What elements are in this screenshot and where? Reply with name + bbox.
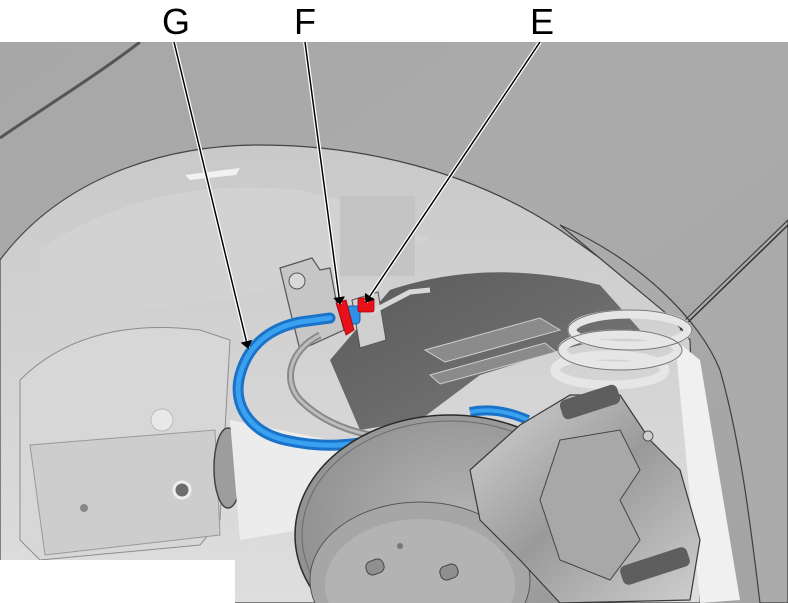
callout-label-band: G F E bbox=[0, 0, 788, 42]
leader-g bbox=[173, 42, 253, 349]
leader-f bbox=[304, 42, 346, 305]
subframe-bolt-hole bbox=[172, 480, 192, 500]
caliper-body bbox=[539, 429, 641, 581]
fender-lip bbox=[559, 219, 788, 603]
fender-edge bbox=[679, 224, 788, 331]
liner-bracket bbox=[340, 196, 415, 276]
wheel-studs bbox=[365, 558, 459, 581]
inner-liner bbox=[40, 187, 430, 320]
caliper-slide-pin-lower bbox=[620, 547, 690, 585]
callout-label-f: F bbox=[294, 1, 316, 42]
liner-ledge bbox=[185, 168, 240, 180]
leader-e bbox=[364, 42, 541, 303]
caliper-slide-pin-upper bbox=[559, 384, 621, 420]
subframe-plate bbox=[29, 429, 221, 556]
callout-label-g: G bbox=[162, 1, 191, 42]
panel-crease bbox=[0, 42, 141, 140]
rigid-brake-line bbox=[368, 287, 431, 316]
subframe-small-hole bbox=[80, 504, 88, 512]
callout-label-e: E bbox=[530, 1, 555, 42]
callout-leaders bbox=[172, 42, 542, 349]
bracket-bolt-upper bbox=[288, 272, 306, 290]
bleeder-screw bbox=[642, 430, 654, 442]
strut-highlight bbox=[675, 340, 740, 603]
brake-assembly-illustration bbox=[0, 42, 788, 603]
crossmember bbox=[423, 317, 562, 385]
